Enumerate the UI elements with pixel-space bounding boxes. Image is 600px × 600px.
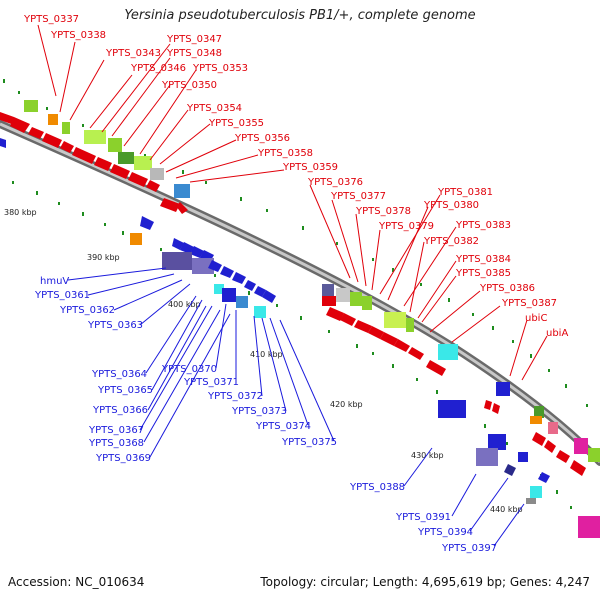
gene-label: YPTS_0337 [23, 14, 79, 25]
gene-label: ubiC [525, 313, 547, 324]
gene-label: YPTS_0378 [355, 206, 411, 217]
gene-label: YPTS_0381 [437, 187, 493, 198]
kbp-label: 400 kbp [168, 300, 201, 309]
gene-label: YPTS_0355 [208, 118, 264, 129]
kbp-labels: 380 kbp 390 kbp 400 kbp 410 kbp 420 kbp … [4, 208, 523, 514]
gene-label: YPTS_0377 [330, 191, 386, 202]
gene-label: YPTS_0374 [255, 421, 311, 432]
kbp-label: 420 kbp [330, 400, 363, 409]
gene-label: YPTS_0379 [378, 221, 434, 232]
gene-label: YPTS_0361 [34, 290, 90, 301]
inner-tick-dots [12, 181, 586, 526]
gene-label: YPTS_0358 [257, 148, 313, 159]
gene-label: YPTS_0375 [281, 437, 337, 448]
gene-label: YPTS_0348 [166, 48, 222, 59]
gene-label: YPTS_0369 [95, 453, 151, 464]
gene-label: YPTS_0373 [231, 406, 287, 417]
map-title: Yersinia pseudotuberculosis PB1/+, compl… [124, 8, 476, 23]
gene-label: YPTS_0387 [501, 298, 557, 309]
gene-label: YPTS_0368 [88, 438, 144, 449]
gene-label: YPTS_0354 [186, 103, 242, 114]
gene-label: ubiA [546, 328, 568, 339]
gene-label: YPTS_0363 [87, 320, 143, 331]
gene-label: YPTS_0366 [92, 405, 148, 416]
gene-label: YPTS_0397 [441, 543, 497, 554]
gene-label: YPTS_0388 [349, 482, 405, 493]
gene-label: YPTS_0350 [161, 80, 217, 91]
gene-label: YPTS_0365 [97, 385, 153, 396]
gene-label: YPTS_0372 [207, 391, 263, 402]
reverse-genes [0, 138, 600, 538]
gene-label: YPTS_0383 [455, 220, 511, 231]
outer-tick-dots [3, 79, 588, 407]
forward-colored-genes [24, 100, 600, 462]
gene-label: YPTS_0356 [234, 133, 290, 144]
gene-label: YPTS_0376 [307, 177, 363, 188]
gene-label: YPTS_0370 [161, 364, 217, 375]
gene-label: YPTS_0343 [105, 48, 161, 59]
gene-label: YPTS_0382 [423, 236, 479, 247]
gene-label: YPTS_0394 [417, 527, 473, 538]
kbp-label: 390 kbp [87, 253, 120, 262]
gene-label: YPTS_0385 [455, 268, 511, 279]
kbp-label: 430 kbp [411, 451, 444, 460]
forward-labels: YPTS_0337 YPTS_0338 YPTS_0343 YPTS_0346 … [23, 14, 568, 339]
gene-label: YPTS_0386 [479, 283, 535, 294]
gene-label: YPTS_0367 [88, 425, 144, 436]
gene-label: YPTS_0380 [423, 200, 479, 211]
forward-leader-lines [37, 24, 548, 381]
kbp-label: 440 kbp [490, 505, 523, 514]
reverse-labels: hmuV YPTS_0361 YPTS_0362 YPTS_0363 YPTS_… [34, 276, 497, 554]
gene-label: hmuV [40, 276, 69, 287]
gene-label: YPTS_0371 [183, 377, 239, 388]
kbp-label: 410 kbp [250, 350, 283, 359]
gene-label: YPTS_0359 [282, 162, 338, 173]
accession-text: Accession: NC_010634 [8, 575, 145, 589]
gene-label: YPTS_0364 [91, 369, 147, 380]
gene-label: YPTS_0347 [166, 34, 222, 45]
gene-label: YPTS_0338 [50, 30, 106, 41]
gene-label: YPTS_0384 [455, 254, 511, 265]
kbp-label: 380 kbp [4, 208, 37, 217]
gene-label: YPTS_0391 [395, 512, 451, 523]
gene-label: YPTS_0346 [130, 63, 186, 74]
forward-genes [0, 112, 586, 476]
genome-summary-text: Topology: circular; Length: 4,695,619 bp… [260, 575, 590, 589]
genome-backbone [0, 120, 600, 466]
gene-label: YPTS_0353 [192, 63, 248, 74]
gene-label: YPTS_0362 [59, 305, 115, 316]
reverse-leader-lines [67, 267, 525, 547]
